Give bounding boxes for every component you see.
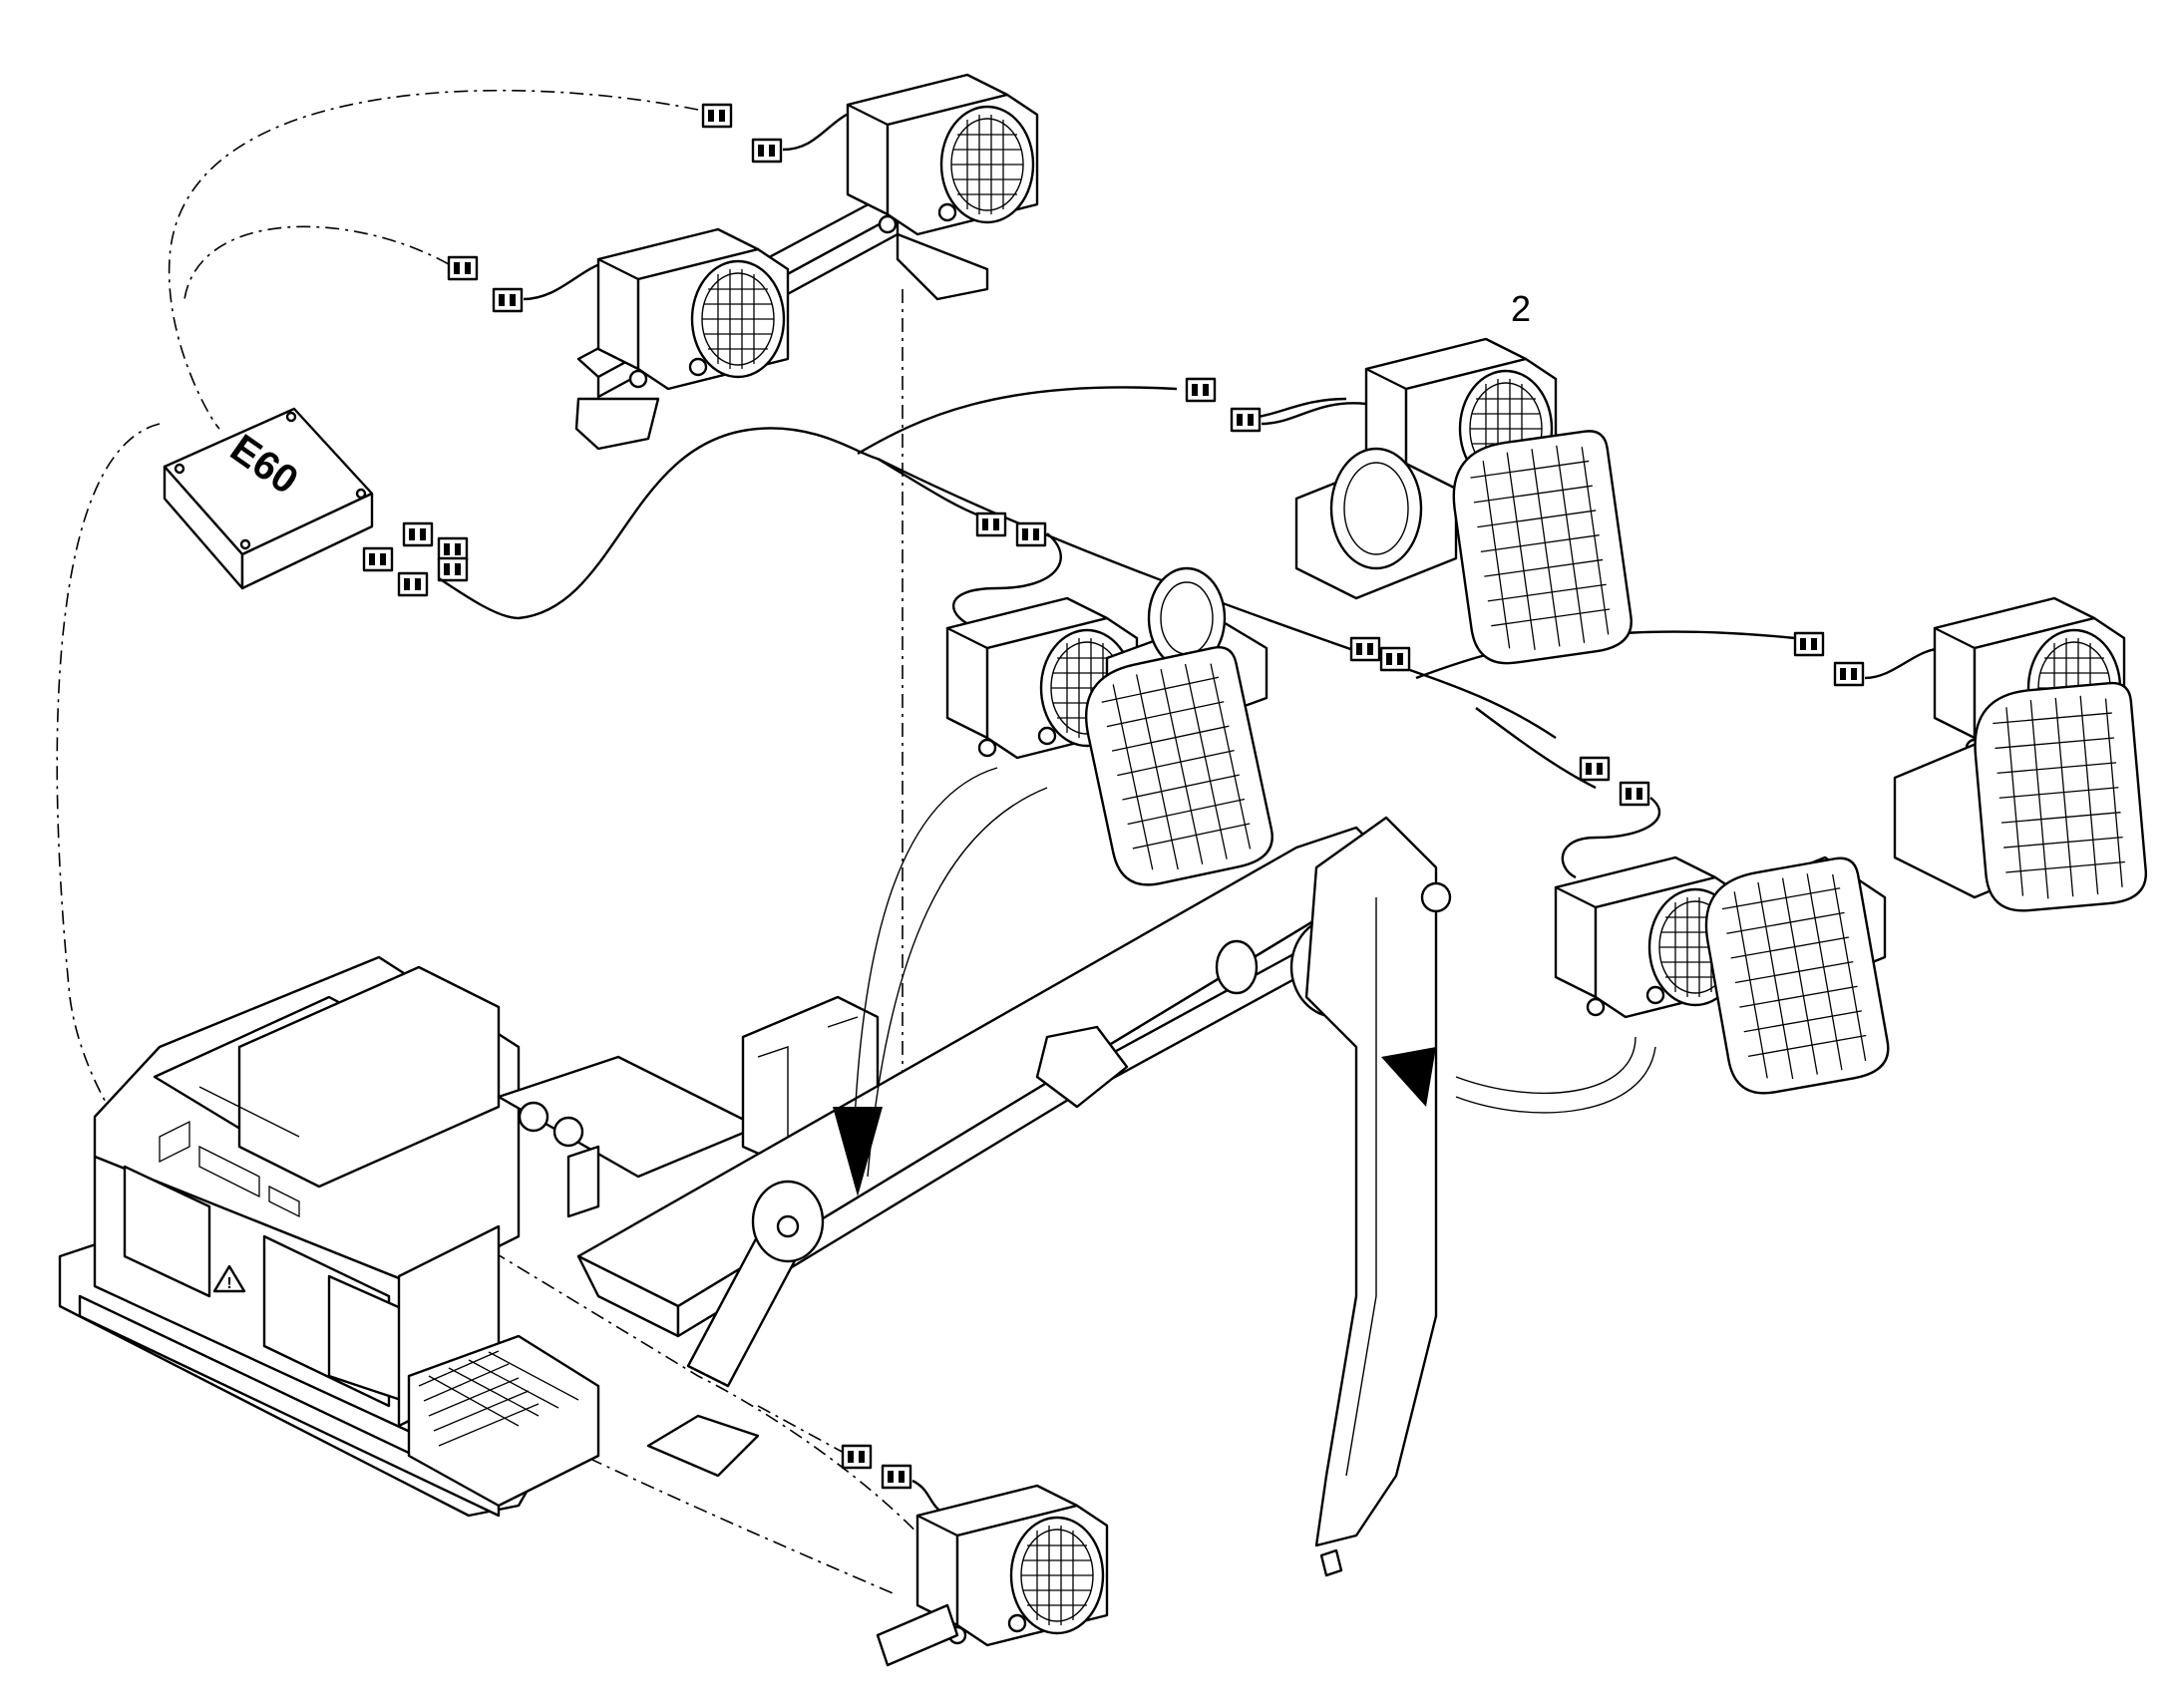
rear-lamp-bracket [574,73,1039,451]
mount-arrow-left [833,767,1048,1196]
e60-control-box: E60 [163,407,374,590]
callout-number: 2 [1511,288,1531,329]
lamp-unit-boom-right [1554,854,1895,1101]
stick-arm [1304,816,1452,1577]
e60-connectors [362,521,469,597]
machine-body: ! [58,955,880,1518]
lamp-unit-upper-right [1294,337,1636,670]
warning-triangle-icon: ! [212,1264,246,1293]
boom-arm [576,826,1398,1478]
mount-arrow-right [1381,1036,1656,1114]
lamp-unit-bottom [876,1484,1109,1667]
svg-text:!: ! [226,1275,231,1292]
lamp-unit-middle [945,566,1279,893]
lamp-unit-far-right [1893,596,2150,915]
